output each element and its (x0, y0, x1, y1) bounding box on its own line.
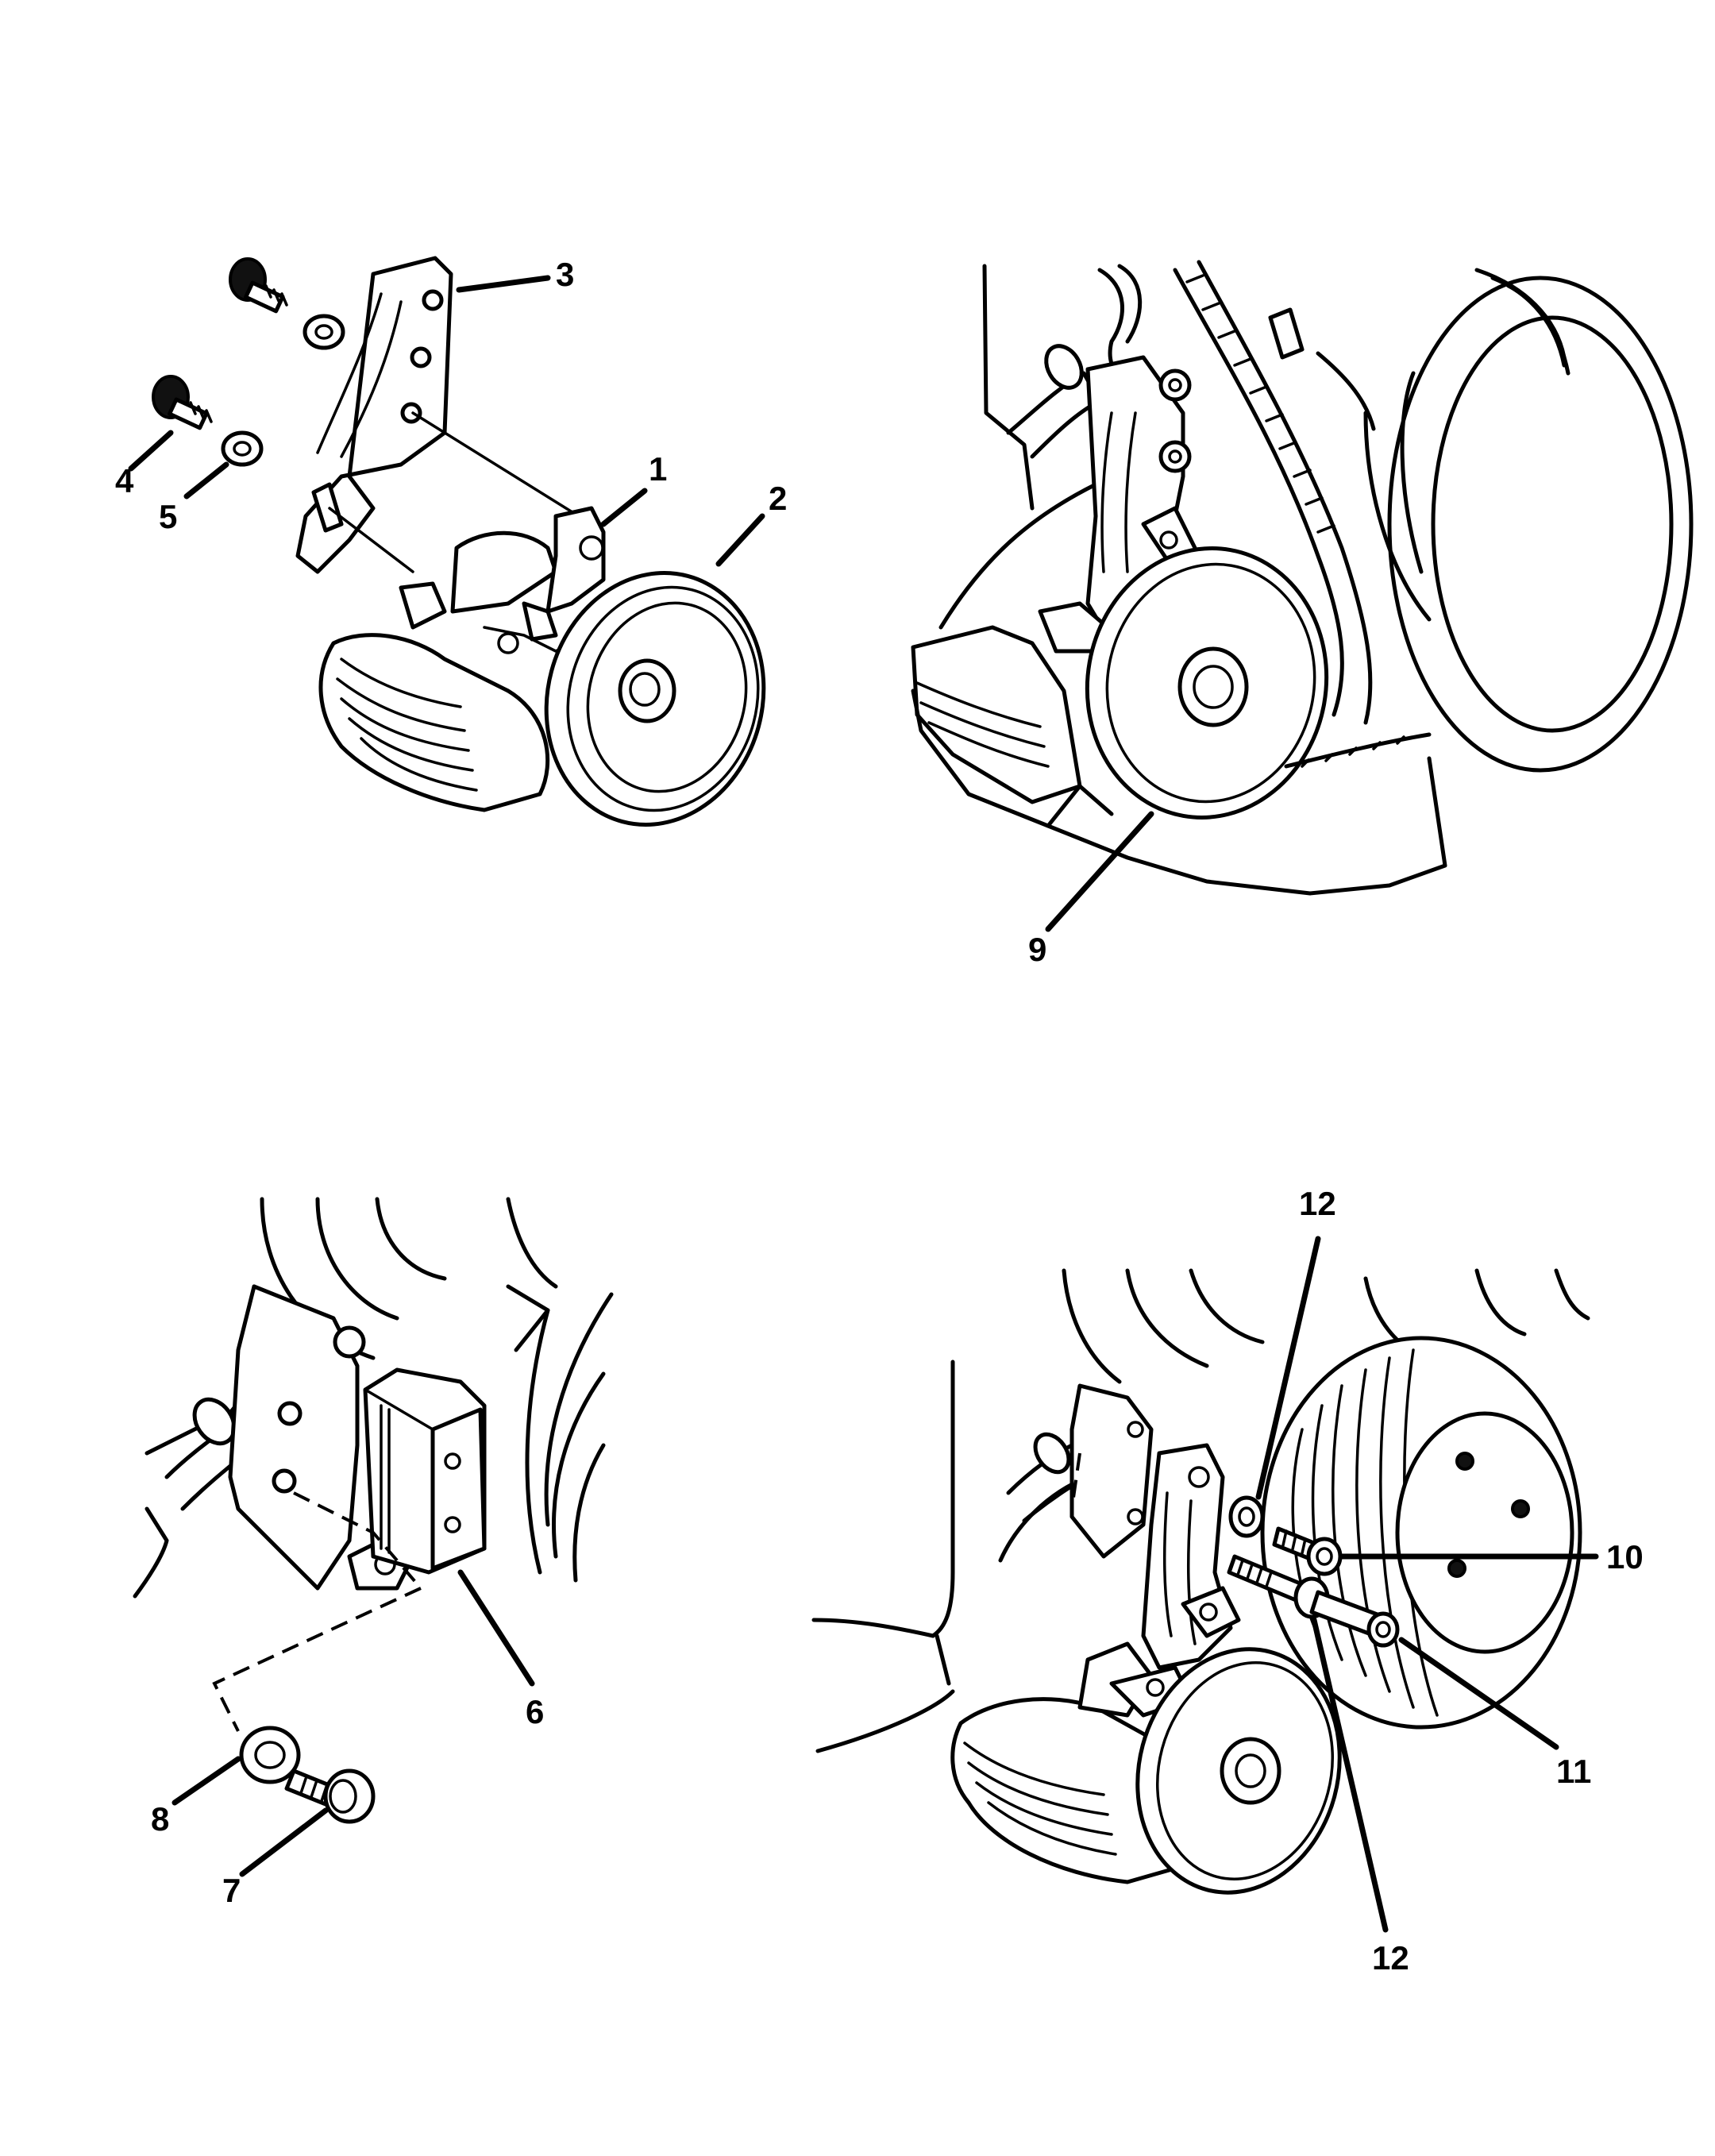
washer-upper-icon (303, 314, 345, 350)
callout-labels: 3 1 2 4 5 9 6 8 7 10 11 12 12 (115, 256, 1644, 1977)
panel-pump-exploded (152, 256, 766, 827)
callout-6: 6 (526, 1693, 544, 1730)
callout-11: 11 (1556, 1753, 1591, 1790)
spacer-block-icon (363, 1367, 487, 1575)
bolt-lower-icon (152, 375, 213, 430)
callout-3: 3 (556, 256, 574, 293)
pulley-installed-icon (1085, 546, 1329, 820)
panel-spacer-bracket (133, 1197, 614, 1824)
callout-7: 7 (222, 1872, 241, 1909)
pulley-icon (544, 571, 766, 827)
panel-pump-installed (911, 260, 1694, 896)
crank-pulley-icon (1260, 1336, 1582, 1730)
power-steering-pump-icon (318, 506, 606, 812)
washer-lower-icon (221, 430, 264, 467)
pump-pulley-icon (1135, 1647, 1342, 1895)
callout-12-upper: 12 (1299, 1185, 1336, 1222)
washer-8-icon (239, 1726, 301, 1784)
callout-5: 5 (159, 498, 177, 535)
callout-9: 9 (1028, 931, 1046, 968)
bracket-icon (295, 256, 453, 574)
callout-4: 4 (115, 462, 134, 499)
callout-10: 10 (1606, 1538, 1644, 1576)
panel-reinstall (811, 1268, 1590, 1895)
callout-12-lower: 12 (1372, 1939, 1409, 1977)
leader-lines (128, 275, 1599, 1933)
bolt-7-icon (284, 1768, 376, 1824)
bolt-11-icon (1227, 1554, 1400, 1648)
callout-2: 2 (769, 480, 787, 517)
bolt-upper-icon (229, 257, 288, 314)
callout-8: 8 (151, 1800, 169, 1838)
bolt-10-icon (1272, 1526, 1343, 1576)
washer-12-upper-icon (1228, 1495, 1265, 1538)
callout-1: 1 (649, 450, 667, 488)
